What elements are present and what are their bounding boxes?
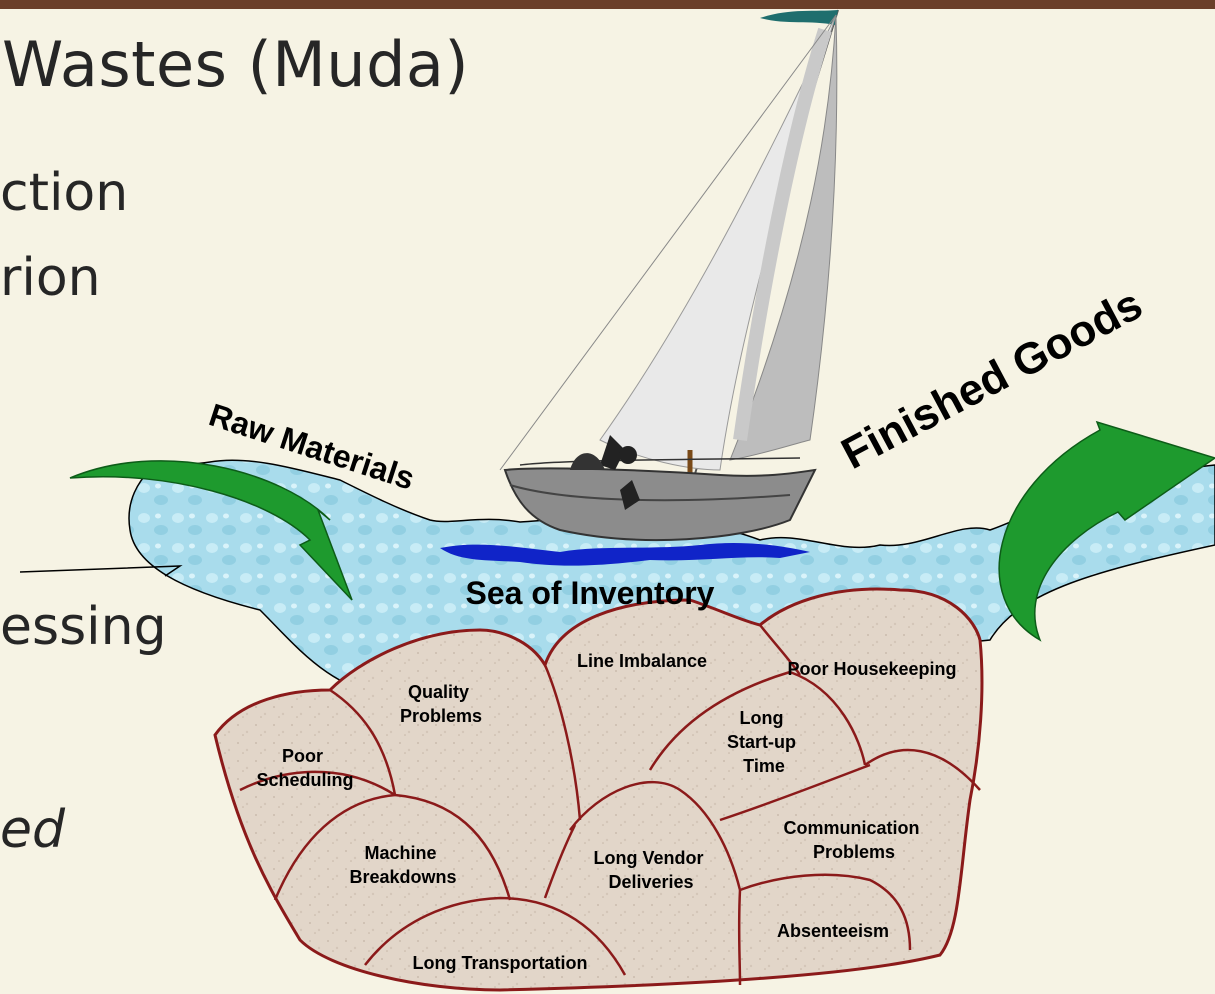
- rock-label-quality-problems: Quality Problems: [400, 682, 482, 726]
- rock-boundaries: [239, 624, 981, 986]
- rock-label-machine-breakdowns: Machine Breakdowns: [349, 843, 456, 887]
- boat-wake: [440, 542, 810, 566]
- poor-scheduling-line-1: Poor: [282, 746, 323, 766]
- sea-of-inventory-label: Sea of Inventory: [466, 575, 715, 611]
- poor-scheduling-line-2: Scheduling: [256, 770, 353, 790]
- rock-pile: [213, 587, 984, 992]
- rock-label-communication: Communication Problems: [783, 818, 924, 862]
- long-startup-line-1: Long: [740, 708, 784, 728]
- raw-materials-arrow: [69, 460, 353, 601]
- machine-breakdowns-line-2: Breakdowns: [349, 867, 456, 887]
- rock-label-absenteeism: Absenteeism: [777, 921, 889, 941]
- water-edge-line: [19, 565, 183, 577]
- long-vendor-line-2: Deliveries: [608, 872, 693, 892]
- quality-problems-line-1: Quality: [408, 682, 469, 702]
- long-startup-line-2: Start-up: [727, 732, 796, 752]
- top-accent-bar: [0, 0, 1215, 9]
- rock-label-long-vendor: Long Vendor Deliveries: [593, 848, 708, 892]
- communication-line-1: Communication: [783, 818, 919, 838]
- rock-label-long-startup: Long Start-up Time: [727, 708, 801, 776]
- bullet-text-2: rion: [0, 248, 101, 308]
- long-startup-line-3: Time: [743, 756, 785, 776]
- machine-breakdowns-line-1: Machine: [364, 843, 436, 863]
- rock-label-poor-scheduling: Poor Scheduling: [256, 746, 353, 790]
- finished-goods-arrow: [998, 420, 1215, 642]
- long-vendor-line-1: Long Vendor: [593, 848, 703, 868]
- bullet-text-4: ed: [0, 800, 65, 860]
- bullet-text-3: essing: [0, 597, 167, 657]
- rock-label-line-imbalance: Line Imbalance: [577, 651, 707, 671]
- rock-label-poor-housekeeping: Poor Housekeeping: [787, 659, 956, 679]
- rock-label-long-transportation: Long Transportation: [413, 953, 588, 973]
- slide-title: Wastes (Muda): [2, 28, 470, 101]
- communication-line-2: Problems: [813, 842, 895, 862]
- bullet-text-1: ction: [0, 163, 129, 223]
- quality-problems-line-2: Problems: [400, 706, 482, 726]
- sailboat-illustration: [499, 9, 839, 542]
